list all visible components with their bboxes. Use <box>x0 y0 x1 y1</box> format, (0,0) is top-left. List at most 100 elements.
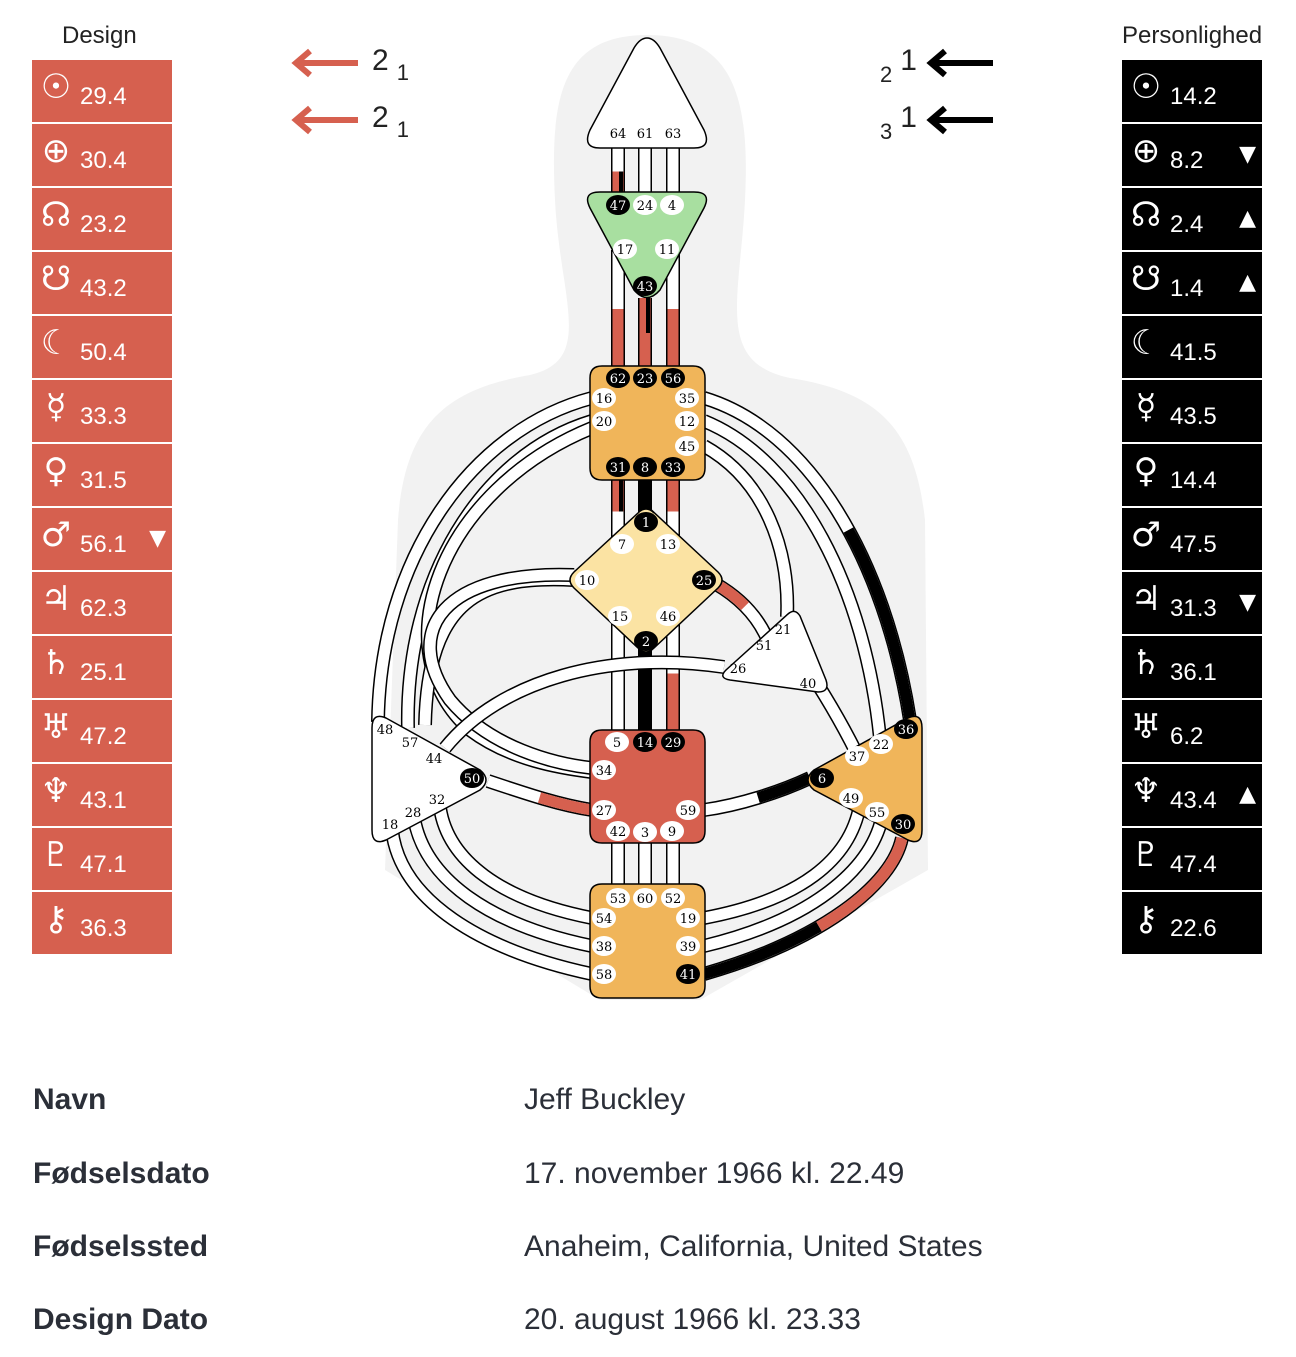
gate-19[interactable]: 19 <box>676 908 700 928</box>
gate-48[interactable]: 48 <box>377 723 394 738</box>
info-label: Design Dato <box>33 1303 209 1336</box>
gate-marker <box>660 195 684 215</box>
gate-45[interactable]: 45 <box>675 436 699 456</box>
venus-icon: ♀ <box>43 451 69 491</box>
gate-21[interactable]: 21 <box>775 623 792 638</box>
gate-25[interactable]: 25 <box>692 570 716 590</box>
north-node-icon: ☊ <box>40 195 72 235</box>
gate-52[interactable]: 52 <box>661 888 685 908</box>
gate-39[interactable]: 39 <box>676 936 700 956</box>
gate-41[interactable]: 41 <box>676 964 700 984</box>
channel-45-21 <box>700 439 795 618</box>
gate-46[interactable]: 46 <box>656 606 680 626</box>
gate-marker <box>633 195 657 215</box>
gate-number: 17 <box>617 243 634 258</box>
gate-36[interactable]: 36 <box>894 719 918 739</box>
gate-54[interactable]: 54 <box>592 908 616 928</box>
gate-6[interactable]: 6 <box>810 768 834 788</box>
gate-10[interactable]: 10 <box>575 570 599 590</box>
gate-44[interactable]: 44 <box>426 752 443 767</box>
gate-9[interactable]: 9 <box>660 821 684 841</box>
gate-43[interactable]: 43 <box>633 276 657 296</box>
gate-13[interactable]: 13 <box>656 534 680 554</box>
gate-16[interactable]: 16 <box>592 388 616 408</box>
gate-34[interactable]: 34 <box>592 760 616 780</box>
gate-number: 16 <box>596 392 613 407</box>
gate-marker <box>592 388 616 408</box>
gate-49[interactable]: 49 <box>839 788 863 808</box>
gate-active-marker <box>633 457 657 477</box>
gate-17[interactable]: 17 <box>613 239 637 259</box>
gate-61[interactable]: 61 <box>637 127 654 142</box>
gate-number: 56 <box>665 372 682 387</box>
gate-number: 5 <box>613 736 621 751</box>
gate-29[interactable]: 29 <box>661 732 685 752</box>
gate-51[interactable]: 51 <box>756 639 773 654</box>
gate-23[interactable]: 23 <box>633 368 657 388</box>
gate-1[interactable]: 1 <box>634 512 658 532</box>
triangle-down-icon: ▼ <box>1239 590 1256 615</box>
gate-53[interactable]: 53 <box>606 888 630 908</box>
gate-27[interactable]: 27 <box>592 800 616 820</box>
planet-row: ⚷36.3 <box>32 892 172 954</box>
gate-11[interactable]: 11 <box>655 239 679 259</box>
gate-50[interactable]: 50 <box>460 768 484 788</box>
gate-18[interactable]: 18 <box>382 818 399 833</box>
gate-38[interactable]: 38 <box>592 936 616 956</box>
gate-37[interactable]: 37 <box>845 746 869 766</box>
gate-5[interactable]: 5 <box>605 732 629 752</box>
planet-value: 22.6 <box>1170 915 1217 942</box>
gate-47[interactable]: 47 <box>606 195 630 215</box>
gate-35[interactable]: 35 <box>675 388 699 408</box>
gate-active-marker <box>661 457 685 477</box>
gate-56[interactable]: 56 <box>661 368 685 388</box>
gate-number: 27 <box>596 804 613 819</box>
gate-active-marker <box>661 732 685 752</box>
gate-7[interactable]: 7 <box>610 534 634 554</box>
channel-12-22 <box>701 414 887 739</box>
gate-57[interactable]: 57 <box>402 736 419 751</box>
gate-59[interactable]: 59 <box>676 800 700 820</box>
gate-20[interactable]: 20 <box>592 411 616 431</box>
gate-24[interactable]: 24 <box>633 195 657 215</box>
planet-value: 14.4 <box>1170 467 1217 494</box>
gate-3[interactable]: 3 <box>633 822 657 842</box>
planet-row: ♀14.4 <box>1122 444 1262 506</box>
gate-4[interactable]: 4 <box>660 195 684 215</box>
gate-2[interactable]: 2 <box>634 631 658 651</box>
gate-58[interactable]: 58 <box>592 964 616 984</box>
gate-64[interactable]: 64 <box>610 127 627 142</box>
gate-26[interactable]: 26 <box>730 662 747 677</box>
gate-marker <box>606 821 630 841</box>
gate-marker <box>592 908 616 928</box>
gate-number: 12 <box>679 415 696 430</box>
gate-32[interactable]: 32 <box>429 793 446 808</box>
gate-42[interactable]: 42 <box>606 821 630 841</box>
gate-40[interactable]: 40 <box>800 677 817 692</box>
neptune-icon: ♆ <box>40 771 72 811</box>
planet-row: ♃62.3 <box>32 572 172 634</box>
planet-value: 43.2 <box>80 275 127 302</box>
gate-28[interactable]: 28 <box>405 806 422 821</box>
gate-22[interactable]: 22 <box>869 734 893 754</box>
gate-33[interactable]: 33 <box>661 457 685 477</box>
channel-activation-design <box>713 579 771 639</box>
gate-60[interactable]: 60 <box>633 888 657 908</box>
gate-marker <box>676 936 700 956</box>
gate-marker <box>845 746 869 766</box>
planet-value: 8.2 <box>1170 147 1204 174</box>
gate-63[interactable]: 63 <box>665 127 682 142</box>
gate-62[interactable]: 62 <box>606 368 630 388</box>
pluto-icon: ♇ <box>40 835 72 875</box>
gate-8[interactable]: 8 <box>633 457 657 477</box>
gate-30[interactable]: 30 <box>891 814 915 834</box>
gate-marker <box>610 534 634 554</box>
gate-15[interactable]: 15 <box>608 606 632 626</box>
gate-14[interactable]: 14 <box>633 732 657 752</box>
planet-value: 23.2 <box>80 211 127 238</box>
gate-31[interactable]: 31 <box>606 457 630 477</box>
gate-55[interactable]: 55 <box>865 802 889 822</box>
gate-active-marker <box>692 570 716 590</box>
gate-12[interactable]: 12 <box>675 411 699 431</box>
